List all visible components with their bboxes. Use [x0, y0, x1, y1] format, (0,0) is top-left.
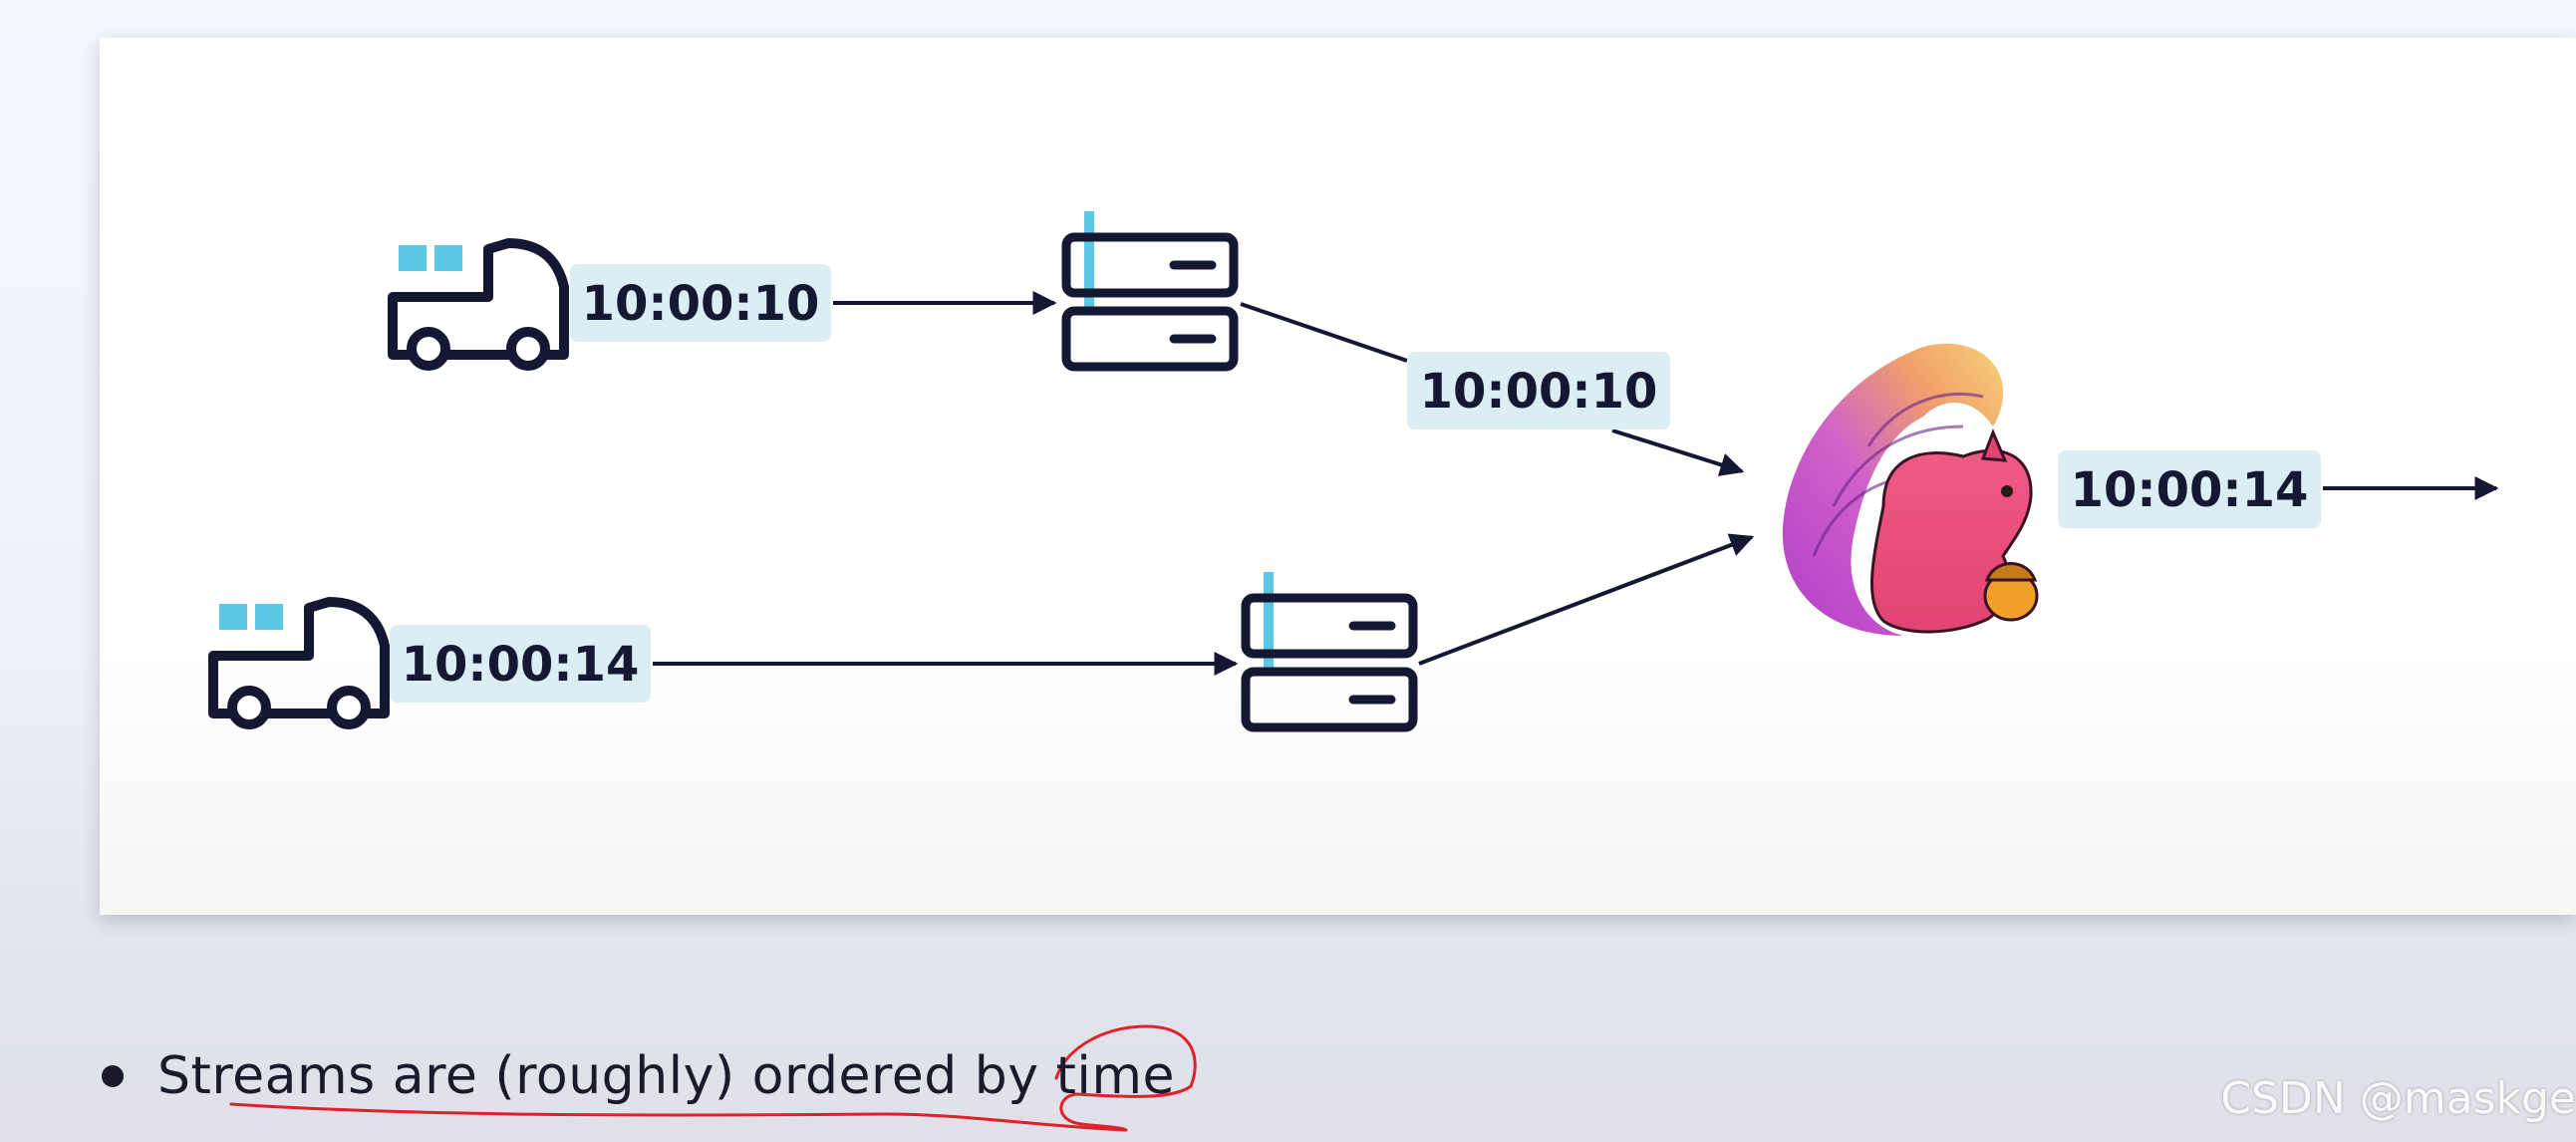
arrow-server-top-to-flink-part1	[1240, 302, 1408, 363]
timestamp-label-truck-bottom: 10:00:14	[390, 625, 651, 703]
bullet-text: Streams are (roughly) ordered by time	[157, 1046, 1176, 1106]
server-icon	[1241, 572, 1418, 732]
server-icon	[1061, 211, 1239, 372]
arrow-server-bottom-to-flink	[1418, 533, 1755, 666]
arrow-server-top-to-flink-part2	[1611, 428, 1745, 476]
svg-text:10:00:10: 10:00:10	[582, 276, 820, 332]
svg-text:10:00:14: 10:00:14	[2071, 462, 2309, 518]
svg-text:10:00:10: 10:00:10	[1420, 364, 1658, 420]
timestamp-label-flink-output: 10:00:14	[2058, 450, 2321, 528]
bullet-point: Streams are (roughly) ordered by time	[98, 1036, 1175, 1116]
flink-squirrel-logo	[1782, 343, 2039, 636]
timestamp-label-truck-top: 10:00:10	[570, 264, 831, 342]
svg-text:10:00:14: 10:00:14	[402, 637, 640, 693]
red-annotation	[229, 1024, 1197, 1132]
timestamp-label-server-to-flink: 10:00:10	[1407, 352, 1670, 429]
truck-icon	[208, 597, 390, 729]
bullet-dot	[102, 1065, 124, 1087]
truck-icon	[388, 238, 569, 371]
watermark: CSDN @maskge	[2220, 1073, 2576, 1124]
